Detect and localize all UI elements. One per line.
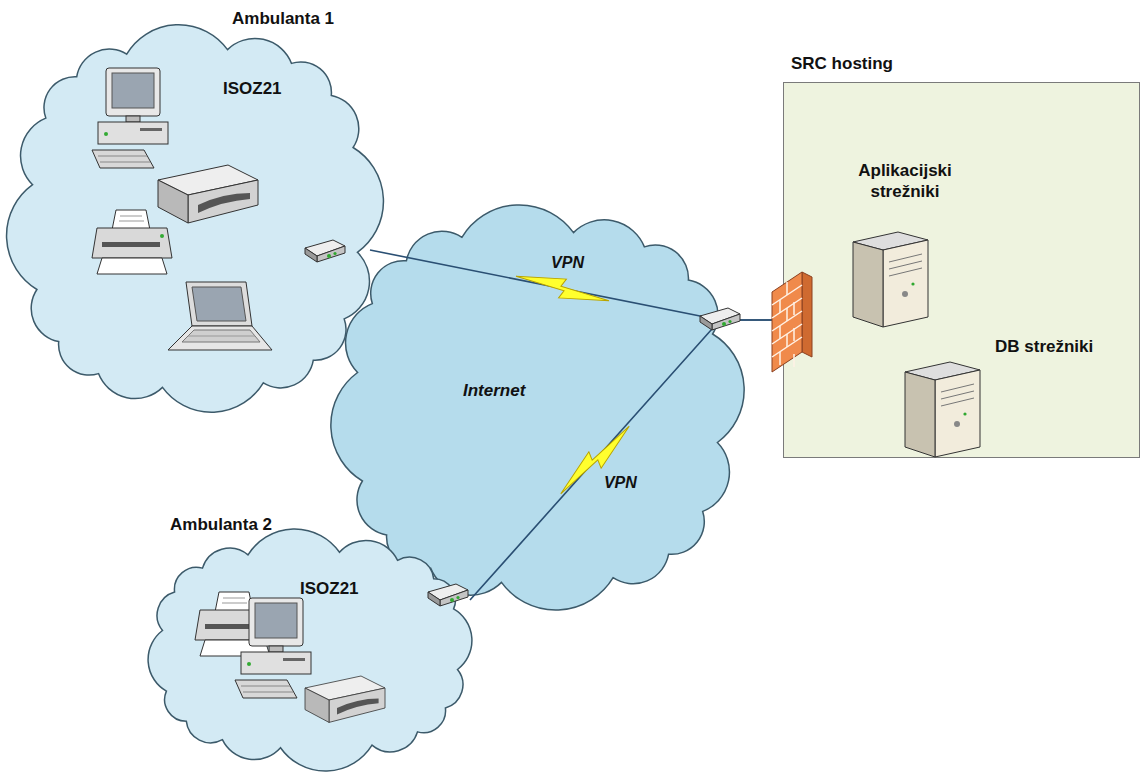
node-label: ISOZ21	[300, 578, 359, 599]
edge-label: VPN	[602, 473, 639, 492]
cloud-outline	[345, 220, 730, 595]
node-title: SRC hosting	[791, 53, 893, 74]
server-icon	[853, 232, 928, 327]
node-title: Aplikacijski strežniki	[835, 160, 975, 203]
scanner-icon	[305, 676, 385, 722]
vpn-link	[470, 320, 783, 600]
router-icon	[700, 308, 740, 330]
box-shape	[784, 83, 1140, 458]
laptop-icon	[168, 282, 272, 350]
server-icon	[905, 362, 980, 457]
node-title: Internet	[463, 380, 525, 401]
workstation-icon	[235, 598, 311, 698]
node-title: Ambulanta 2	[170, 514, 272, 535]
node-label: ISOZ21	[223, 78, 282, 99]
vpn-lightning	[556, 418, 635, 503]
edge-label: VPN	[549, 253, 586, 272]
scanner-icon	[158, 165, 258, 223]
printer-icon	[92, 210, 172, 274]
node-title: DB strežniki	[995, 336, 1093, 357]
router-icon	[428, 584, 468, 606]
router-icon	[305, 240, 345, 262]
cloud-shape	[7, 25, 384, 413]
vpn-lightning	[513, 269, 611, 307]
node-title: Ambulanta 1	[232, 8, 334, 29]
workstation-icon	[92, 68, 168, 168]
cloud-shape	[331, 205, 744, 610]
internet-cloud: Internet	[345, 220, 730, 595]
firewall-icon	[772, 272, 812, 372]
cloud-shape	[148, 529, 472, 771]
